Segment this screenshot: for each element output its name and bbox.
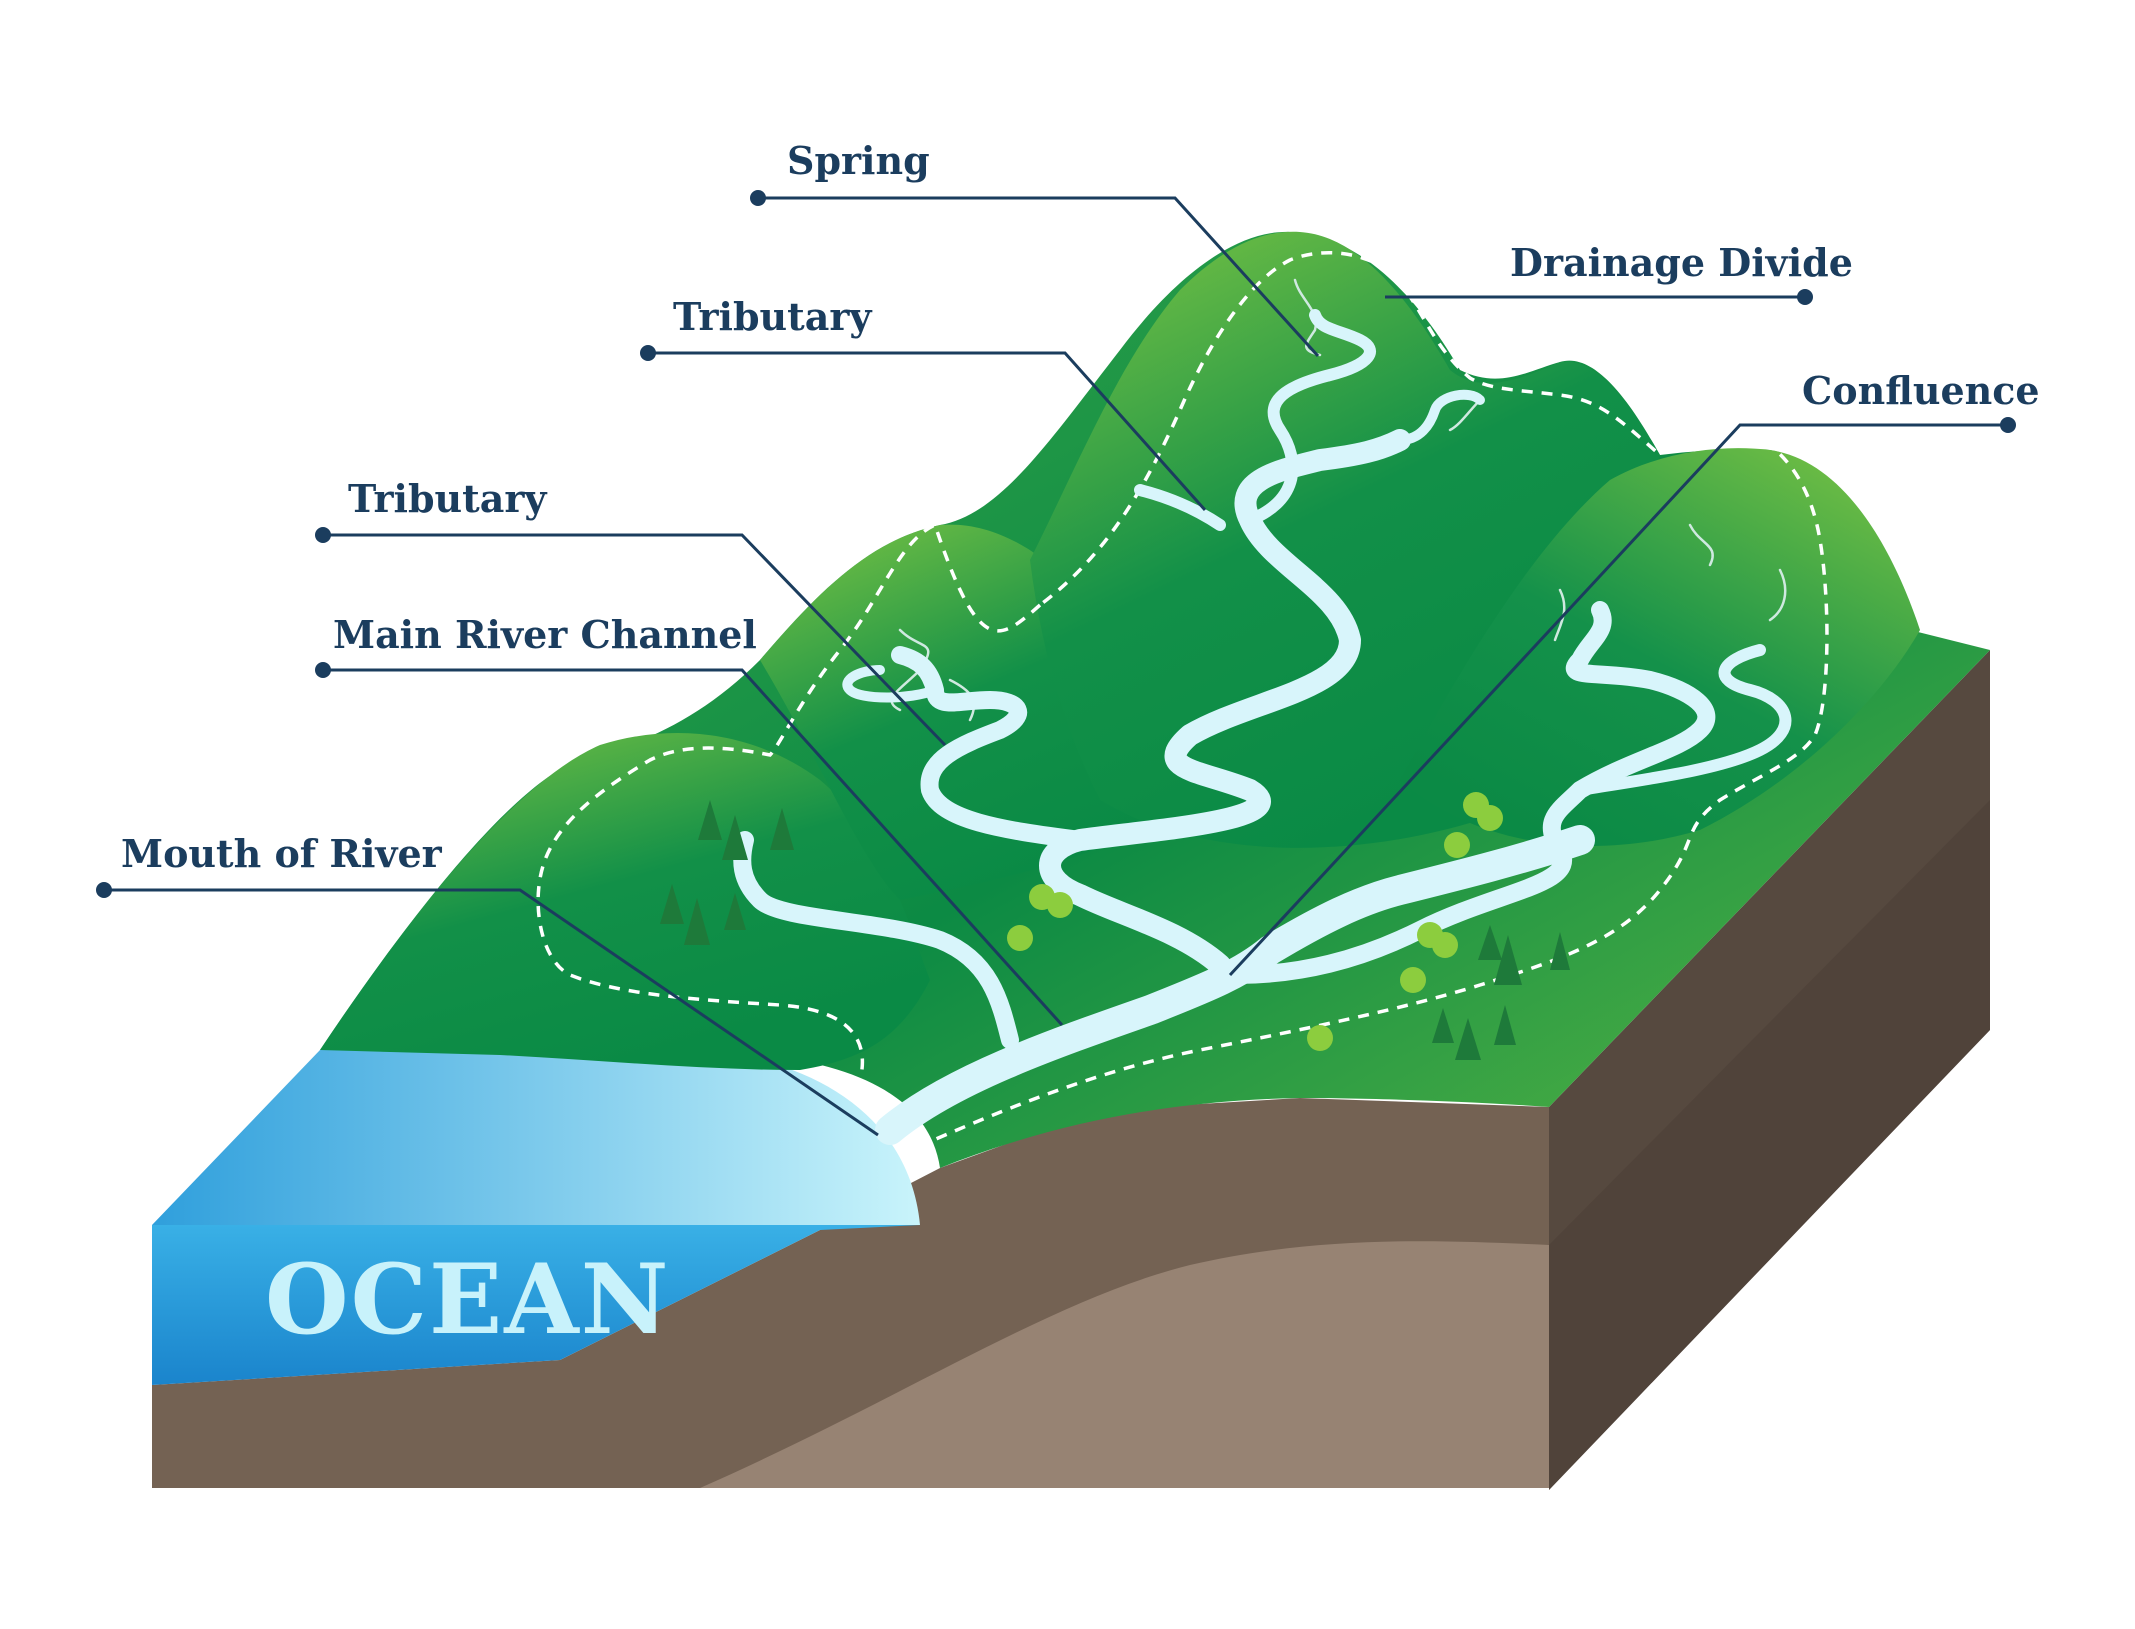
label-confluence: Confluence: [1802, 368, 2040, 413]
soil-block: [152, 650, 1990, 1490]
river-network: [733, 309, 1792, 1145]
ocean: OCEAN: [152, 1050, 920, 1385]
label-tributary-lower: Tributary: [348, 476, 547, 521]
landscape: [320, 231, 1990, 1169]
spring-branch: [1244, 309, 1376, 526]
label-tributary-upper: Tributary: [673, 294, 872, 339]
label-main-river-channel: Main River Channel: [333, 612, 757, 657]
label-drainage-divide: Drainage Divide: [1510, 240, 1853, 285]
ocean-label: OCEAN: [265, 1243, 670, 1356]
leader-lines: [96, 190, 2016, 1137]
labels: Spring Drainage Divide Tributary Conflue…: [121, 138, 2040, 876]
drainage-divide-line: [899, 251, 1829, 1157]
upper-tributary-branch: [1134, 484, 1226, 531]
label-mouth-of-river: Mouth of River: [121, 831, 443, 876]
upper-main-stem: [1039, 429, 1411, 976]
conifer-trees: [660, 800, 1570, 1060]
round-trees: [1007, 792, 1503, 1051]
label-spring: Spring: [787, 138, 930, 183]
main-river-channel: [875, 825, 1595, 1145]
